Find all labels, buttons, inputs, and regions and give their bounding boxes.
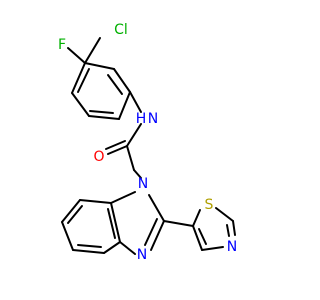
bond-c-f bbox=[67, 47, 86, 64]
thiazole-sulfur-atom: S bbox=[205, 197, 214, 213]
bond-ar-double-1 bbox=[107, 74, 123, 95]
benzimidazole-n1-atom: N bbox=[138, 176, 148, 192]
bond-c2t-n bbox=[232, 220, 236, 236]
bond-bz-double-1 bbox=[67, 205, 83, 224]
bond-c2t-n-double bbox=[226, 224, 230, 237]
atom-labels: Cl F N H O N N S N bbox=[58, 22, 237, 263]
bond-ar6 bbox=[71, 62, 86, 94]
bond-c-ch2 bbox=[126, 145, 135, 171]
benzimidazole-n3-atom: N bbox=[137, 247, 147, 263]
bond-n3-c2-double bbox=[144, 218, 158, 246]
bond-ar5 bbox=[71, 92, 90, 117]
bond-bz3 bbox=[61, 221, 74, 251]
bond-c-cl bbox=[84, 37, 101, 64]
bond-bz-double-2 bbox=[77, 244, 102, 248]
bond-ar-double-3 bbox=[77, 68, 90, 93]
bond-bz2 bbox=[61, 199, 81, 223]
bond-c2-thiazole bbox=[163, 220, 194, 227]
bond-nh-c bbox=[126, 123, 142, 147]
bond-ar3 bbox=[118, 91, 131, 120]
molecule-structure: Cl F N H O N N S N bbox=[58, 22, 237, 263]
bond-c2-n1 bbox=[148, 194, 165, 222]
bond-bz-double-3 bbox=[107, 208, 116, 239]
amide-nitrogen-atom: N bbox=[148, 111, 158, 127]
bonds bbox=[61, 37, 236, 255]
chlorine-atom: Cl bbox=[114, 22, 128, 38]
bond-bz4 bbox=[72, 249, 105, 254]
bond-c-o-double-a bbox=[107, 145, 128, 155]
bond-ch2-n1 bbox=[133, 169, 142, 179]
bond-ar1 bbox=[84, 62, 115, 70]
fluorine-atom: F bbox=[58, 37, 66, 53]
carbonyl-oxygen-atom: O bbox=[93, 149, 104, 165]
amide-hydrogen-atom: H bbox=[136, 111, 147, 127]
bond-c3a-n3 bbox=[119, 241, 136, 255]
bond-bz1 bbox=[79, 199, 112, 204]
bond-ar-double-2 bbox=[89, 110, 114, 114]
bond-n1-c7a bbox=[110, 191, 136, 204]
bond-ar4 bbox=[88, 115, 120, 120]
bond-n3-c2 bbox=[150, 220, 165, 251]
bond-bz5 bbox=[103, 241, 121, 254]
bond-c4-c5 bbox=[192, 225, 203, 251]
bond-c-o-double-b bbox=[105, 140, 126, 150]
bond-c7a-c3a bbox=[110, 202, 121, 243]
bond-s-c2t bbox=[215, 207, 234, 222]
bond-c-nh bbox=[129, 91, 142, 113]
bond-c4-c5-double bbox=[198, 228, 207, 245]
bond-n-c4 bbox=[201, 246, 224, 251]
bond-c5-s bbox=[192, 209, 201, 227]
bond-ar2 bbox=[113, 68, 131, 93]
thiazole-nitrogen-atom: N bbox=[227, 239, 237, 255]
